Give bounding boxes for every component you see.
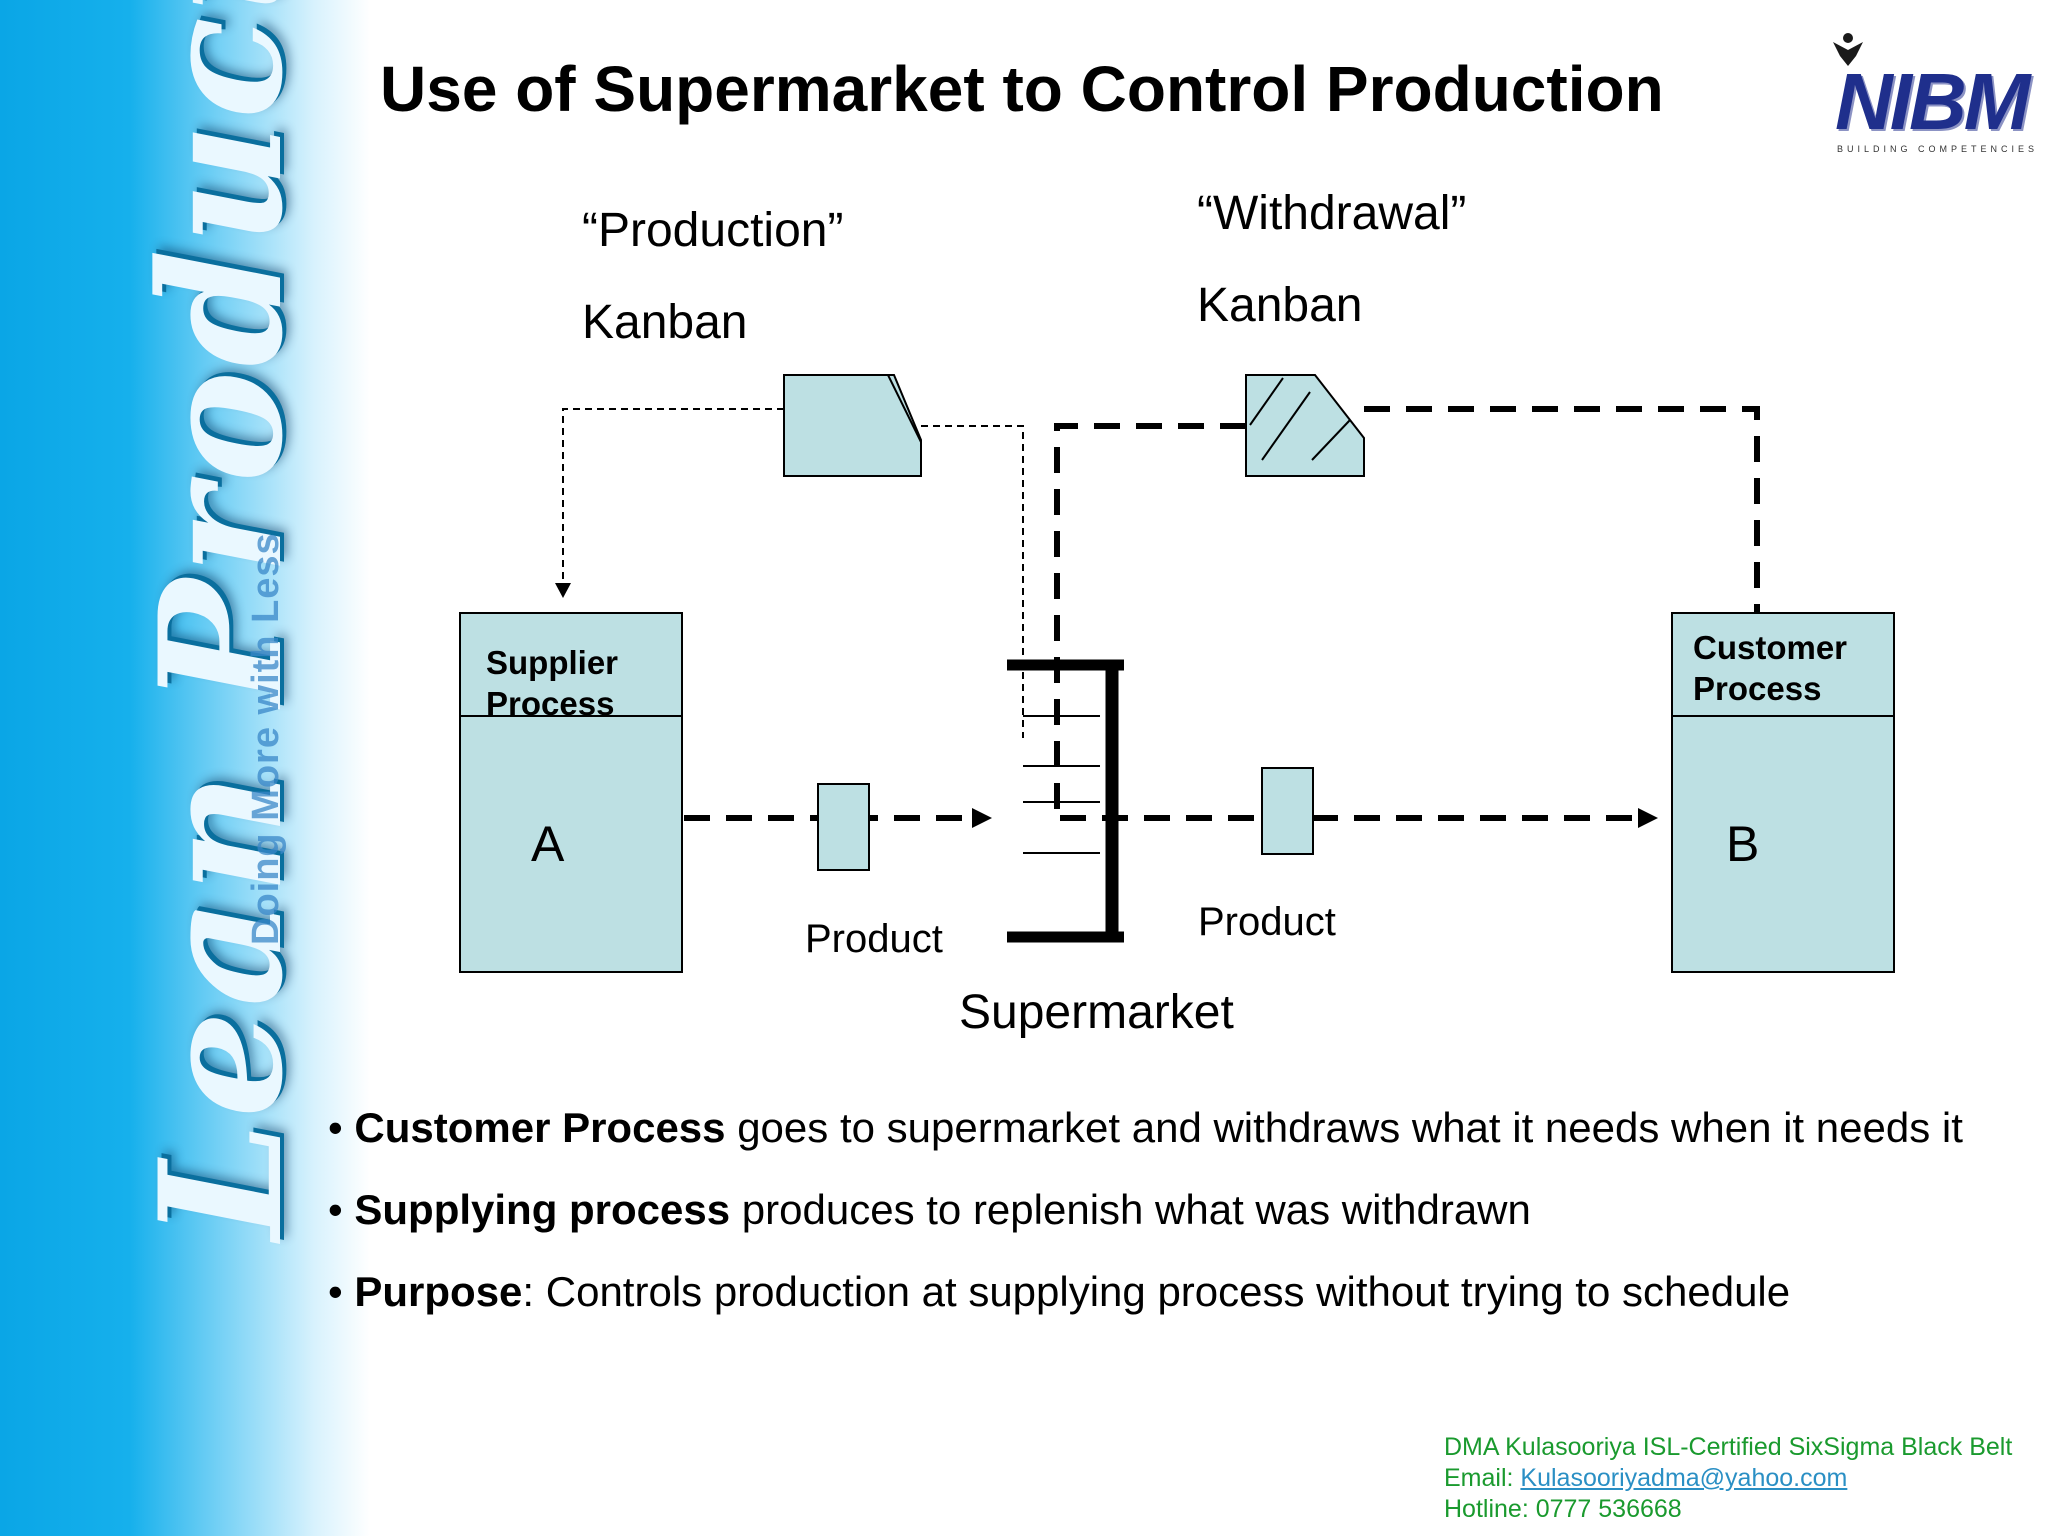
production-kanban-card: [783, 374, 922, 477]
customer-process-label: Customer Process: [1693, 627, 1847, 709]
product-left-label: Product: [805, 917, 943, 961]
logo-text: NIBM: [1835, 57, 2030, 146]
customer-process-letter: B: [1726, 816, 1760, 872]
nibm-logo: NIBM BUILDING COMPETENCIES: [1825, 30, 2034, 155]
customer-process-label-line2: Process: [1693, 670, 1822, 707]
bullet-bold: Supplying process: [354, 1186, 731, 1233]
product-left-box: [817, 783, 870, 871]
bullet-text: : Controls production at supplying proce…: [522, 1268, 1791, 1315]
footer-credit: DMA Kulasooriya ISL-Certified SixSigma B…: [1444, 1432, 2012, 1525]
production-kanban-sublabel: Kanban: [582, 296, 748, 349]
supplier-process-label: Supplier Process: [486, 642, 618, 724]
bullet-item: • Supplying process produces to replenis…: [328, 1186, 1531, 1233]
withdrawal-kanban-sublabel: Kanban: [1197, 279, 1363, 332]
customer-process-label-line1: Customer: [1693, 629, 1848, 666]
footer-email-label: Email:: [1444, 1464, 1521, 1492]
sidebar-band: Lean Products Doing More with Less: [0, 0, 370, 1536]
bullet-list: • Customer Process goes to supermarket a…: [328, 1100, 1968, 1346]
withdrawal-kanban-loop: [1364, 406, 1760, 612]
flow-arrow-right: [1638, 808, 1658, 828]
page-title: Use of Supermarket to Control Production: [380, 53, 1664, 125]
production-kanban-label: “Production”: [582, 204, 844, 257]
supermarket-label: Supermarket: [959, 986, 1234, 1039]
bullet-item: • Customer Process goes to supermarket a…: [328, 1104, 1963, 1151]
email-link[interactable]: Kulasooriyadma@yahoo.com: [1520, 1464, 1848, 1492]
supplier-process-letter: A: [531, 816, 565, 872]
production-kanban-loop: [562, 408, 784, 585]
withdrawal-kanban-card: [1245, 374, 1365, 477]
customer-process-box: [1671, 612, 1895, 973]
footer-author: DMA Kulasooriya ISL-Certified SixSigma B…: [1444, 1433, 2013, 1461]
footer-email-line: Email: Kulasooriyadma@yahoo.com: [1444, 1463, 2012, 1494]
supermarket-shelf: [1007, 659, 1124, 943]
product-right-label: Product: [1198, 900, 1336, 944]
bullet-item: • Purpose: Controls production at supply…: [328, 1268, 1791, 1315]
supplier-process-box: [459, 612, 683, 973]
bullet-bold: Customer Process: [354, 1104, 726, 1151]
bullet-text: goes to supermarket and withdraws what i…: [725, 1104, 1963, 1151]
person-icon: [1833, 33, 1863, 66]
withdrawal-kanban-label: “Withdrawal”: [1197, 187, 1467, 240]
logo-tagline: BUILDING COMPETENCIES: [1837, 144, 2039, 154]
product-right-box: [1261, 767, 1314, 855]
supplier-process-label-line1: Supplier: [486, 644, 619, 681]
bullet-text: produces to replenish what was withdrawn: [730, 1186, 1531, 1233]
flow-arrow-left: [972, 808, 992, 828]
footer-hotline: Hotline: 0777 536668: [1444, 1495, 1682, 1523]
supplier-process-label-line2: Process: [486, 685, 615, 722]
bullet-bold: Purpose: [354, 1268, 523, 1315]
